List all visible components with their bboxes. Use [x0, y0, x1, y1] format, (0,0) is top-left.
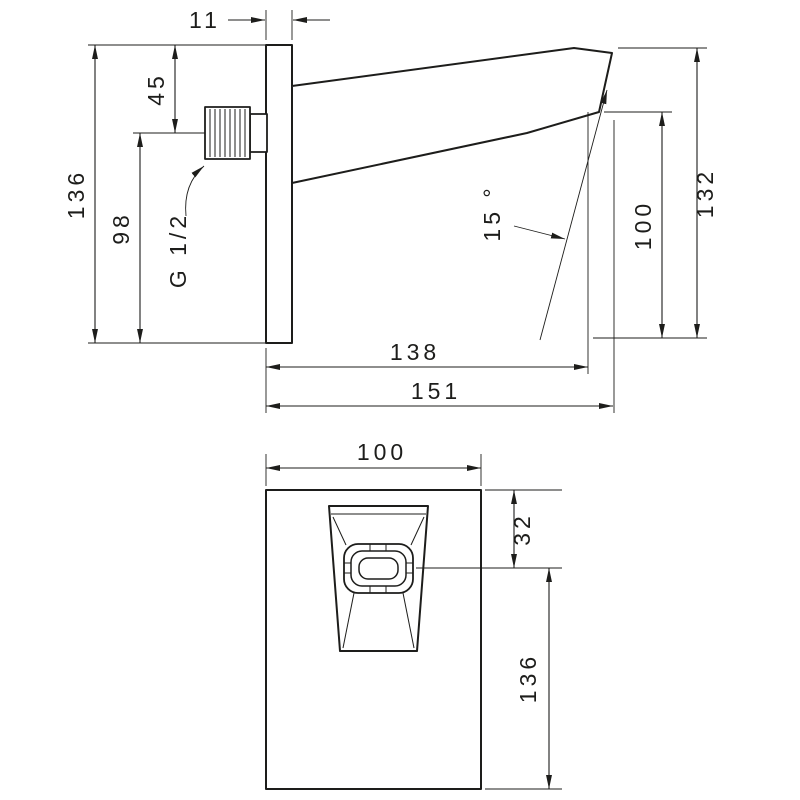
dim-label-thread-to-bottom: 98 — [108, 211, 134, 245]
thread-body — [204, 106, 251, 160]
dim-label-overall-height: 132 — [692, 168, 718, 218]
front-view: 100 32 136 — [265, 439, 562, 790]
dim-label-outlet-reach: 138 — [390, 339, 440, 365]
spout-form-line — [342, 592, 355, 649]
spout-form-line — [410, 516, 425, 546]
dim-label-outlet-height: 100 — [630, 200, 656, 250]
spout-form-line — [402, 592, 415, 649]
angle-label: 15 ° — [479, 184, 505, 241]
outlet-ring-outer — [343, 543, 414, 594]
dim-label-outlet-to-bottom: 136 — [515, 653, 541, 703]
spout-body-side — [291, 47, 613, 184]
spout-form-line — [332, 516, 347, 546]
outlet-ring-middle — [350, 550, 407, 587]
flow-angle-line — [539, 89, 608, 341]
side-view: 11 136 98 45 G 1/2 15 ° 100 132 138 151 — [63, 7, 718, 413]
outlet-ring-inner — [358, 557, 399, 580]
wall-plate-side — [265, 44, 293, 344]
thread-size-label: G 1/2 — [165, 212, 191, 288]
thread-collar — [249, 113, 268, 153]
thread-leader-arrow — [185, 165, 205, 217]
dim-label-top-to-outlet: 32 — [509, 512, 535, 546]
angle-leader-arrow — [513, 225, 566, 240]
dim-label-overall-reach: 151 — [411, 378, 461, 404]
dim-label-top-to-thread: 45 — [143, 72, 169, 106]
dim-label-plate-height: 136 — [63, 169, 89, 219]
dim-label-plate-width: 100 — [357, 439, 407, 465]
dim-label-plate-thickness: 11 — [189, 7, 221, 33]
